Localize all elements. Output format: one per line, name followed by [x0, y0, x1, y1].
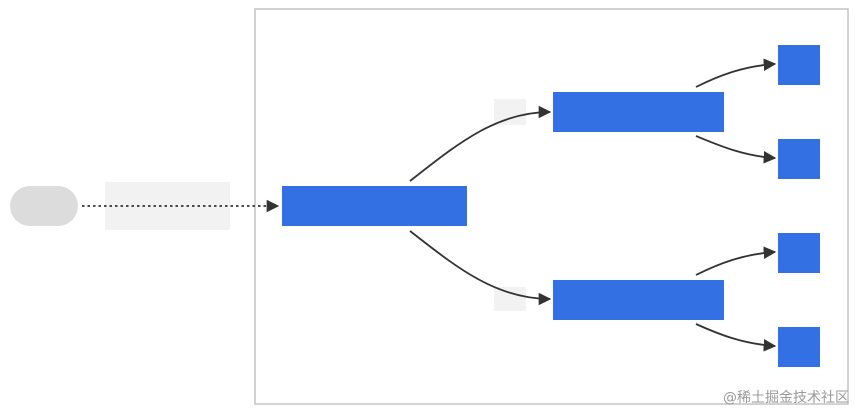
node-leaf-3	[778, 233, 820, 273]
node-leaf-4	[778, 327, 820, 367]
node-mid-top	[553, 92, 724, 132]
edge-mid-bottom-leaf-3	[695, 246, 777, 276]
node-leaf-1	[778, 45, 820, 85]
edge-root-mid-top	[409, 105, 552, 182]
edge-mid-bottom-leaf-4	[695, 323, 777, 352]
node-mid-bottom	[553, 280, 724, 320]
edge-root-mid-bottom	[409, 230, 552, 306]
edge-label-source-root	[105, 182, 230, 230]
edge-mid-top-leaf-2	[695, 135, 777, 164]
edge-mid-top-leaf-1	[695, 58, 777, 88]
node-root	[282, 186, 467, 226]
edge-label-root-mid-bottom	[494, 287, 526, 311]
edge-label-root-mid-top	[494, 99, 526, 125]
node-leaf-2	[778, 139, 820, 179]
node-source	[10, 186, 78, 226]
watermark-text: @稀土掘金技术社区	[723, 390, 849, 406]
